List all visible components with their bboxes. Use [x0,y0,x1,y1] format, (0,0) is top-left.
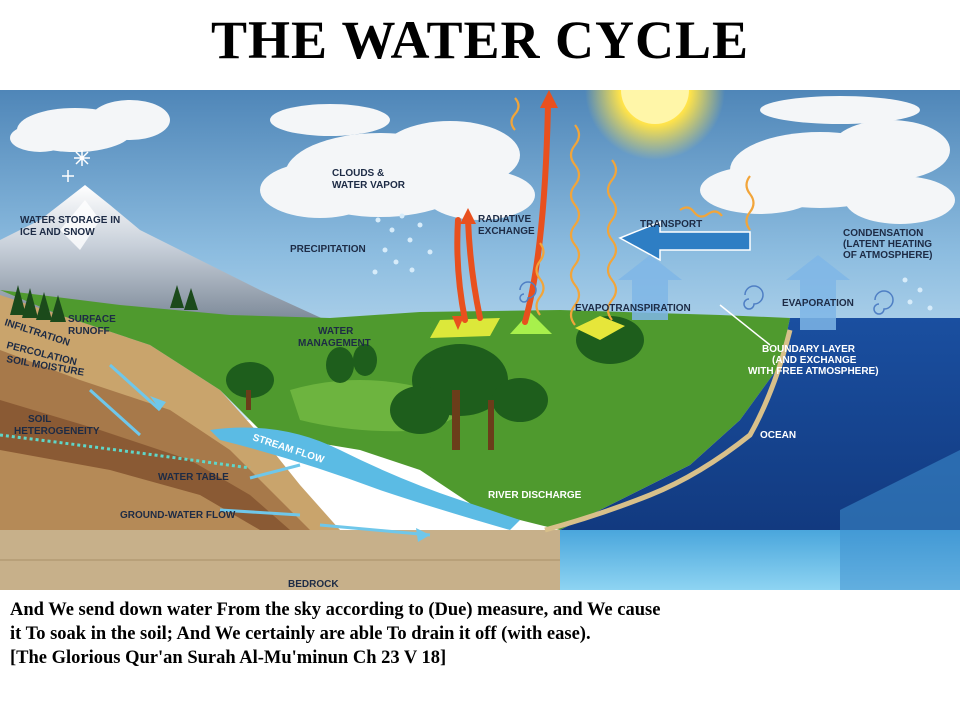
label-transport: TRANSPORT [640,219,702,230]
page-title: THE WATER CYCLE [210,10,750,70]
label-precipitation: PRECIPITATION [290,244,366,255]
label-soil-heterogeneity: SOIL HETEROGENEITY [14,414,100,437]
arrow-up-head [540,90,558,108]
quote-line-1: And We send down water From the sky acco… [10,600,661,620]
label-groundwater: GROUND-WATER FLOW [120,510,236,521]
label-water-table: WATER TABLE [158,472,229,483]
label-clouds: CLOUDS & WATER VAPOR [332,168,406,191]
swirls [519,281,894,315]
evapotranspiration-arrow [618,255,682,320]
ocean [560,318,960,530]
label-river-discharge: RIVER DISCHARGE [488,490,582,501]
label-surface-runoff: SURFACE RUNOFF [68,314,119,337]
cloud-center [260,104,535,220]
sun-icon [585,90,725,160]
label-water-management: WATER MANAGEMENT [298,326,371,349]
water-cycle-diagram: CLOUDS & WATER VAPOR WATER STORAGE IN IC… [0,90,960,590]
trees [226,316,644,434]
pine-trees [10,285,198,322]
label-ocean: OCEAN [760,430,796,441]
water-table-line [0,433,251,470]
river [210,427,520,530]
quran-quote: And We send down water From the sky acco… [10,598,955,670]
radiation-waves [510,97,755,326]
cloud-left [10,100,170,152]
transport-arrow [618,220,751,262]
label-evaporation: EVAPORATION [782,298,854,309]
evaporation-arrow [786,255,850,330]
cloud-right [700,96,955,224]
label-condensation: CONDENSATION (LATENT HEATING OF ATMOSPHE… [843,228,935,261]
radiative-arrows [454,101,551,325]
precipitation-drops [372,213,933,311]
field-green [510,312,552,334]
groundwater-arrows [88,363,431,537]
quote-line-2: it To soak in the soil; And We certainly… [10,624,591,644]
label-bedrock: BEDROCK [288,579,339,590]
snowflake-icon [62,150,90,182]
field-yellow [430,318,500,338]
quote-citation: [The Glorious Qur'an Surah Al-Mu'minun C… [10,648,447,668]
label-boundary: BOUNDARY LAYER (AND EXCHANGE WITH FREE A… [748,344,879,377]
label-storage: WATER STORAGE IN ICE AND SNOW [20,215,123,238]
label-radiative: RADIATIVE EXCHANGE [478,214,535,237]
label-evapotranspiration: EVAPOTRANSPIRATION [575,303,691,314]
